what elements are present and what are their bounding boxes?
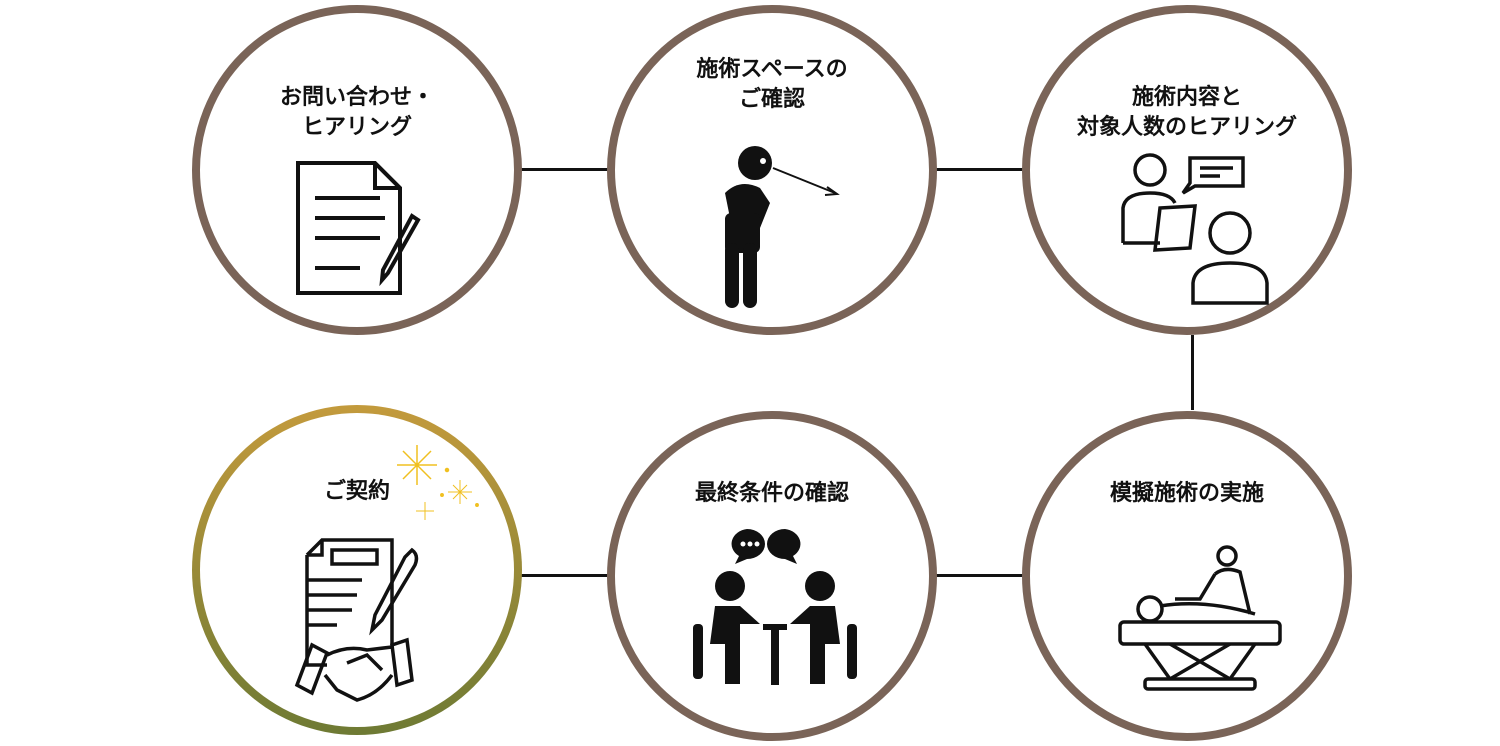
step-title: 対象人数のヒアリング (1076, 115, 1297, 140)
step-title: ご確認 (738, 87, 805, 112)
step-space-check: 施術スペースの ご確認 (607, 5, 937, 335)
step-mock-treatment: 模擬施術の実施 (1022, 411, 1352, 741)
step-title: ご契約 (323, 479, 390, 504)
connector-1-2 (520, 168, 610, 171)
step-title: ヒアリング (301, 115, 412, 140)
connector-2-3 (935, 168, 1025, 171)
person-looking-icon (725, 146, 840, 308)
step-title: 模擬施術の実施 (1109, 481, 1264, 506)
connector-3-4 (1191, 335, 1194, 410)
step-inquiry: お問い合わせ・ ヒアリング (192, 5, 522, 335)
sparkle-icon (397, 445, 479, 520)
step-final-terms: 最終条件の確認 (607, 411, 937, 741)
connector-5-6 (520, 574, 610, 577)
step-hearing: 施術内容と 対象人数のヒアリング (1022, 5, 1352, 335)
massage-table-icon (1118, 545, 1282, 691)
consultation-icon (1121, 153, 1269, 305)
step-contract: ご契約 (192, 405, 522, 735)
step-title: 最終条件の確認 (694, 481, 849, 506)
step-title: お問い合わせ・ (279, 85, 434, 110)
meeting-icon (693, 529, 857, 685)
document-pen-icon (296, 161, 421, 295)
contract-handshake-icon (294, 538, 419, 702)
step-title: 施術内容と (1131, 85, 1242, 110)
connector-4-5 (935, 574, 1025, 577)
step-title: 施術スペースの (696, 57, 848, 82)
